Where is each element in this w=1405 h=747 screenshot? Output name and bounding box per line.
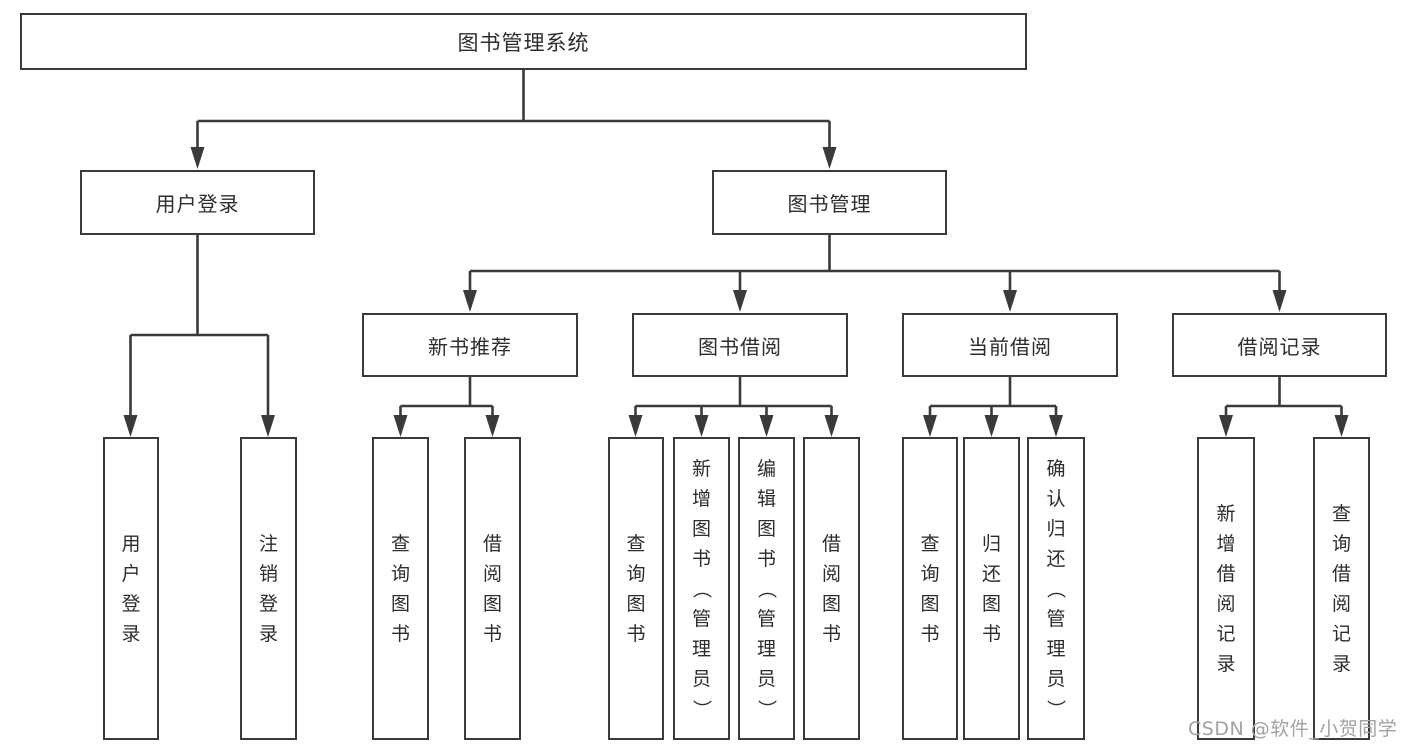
leaf-borrow-books-1: 借阅图书 (464, 437, 521, 740)
node-book-borrowing: 图书借阅 (632, 313, 848, 377)
leaf-logout: 注销登录 (240, 437, 297, 740)
node-book-management: 图书管理 (712, 170, 947, 235)
node-label: 编辑图书（管理员） (755, 457, 778, 719)
node-label: 注销登录 (258, 532, 278, 645)
node-borrowing-records: 借阅记录 (1172, 313, 1387, 377)
node-label: 查询图书 (390, 532, 410, 645)
node-label: 查询借阅记录 (1331, 502, 1351, 675)
node-label: 图书管理 (787, 192, 872, 216)
leaf-query-borrow-record: 查询借阅记录 (1313, 437, 1370, 740)
leaf-add-borrow-record: 新增借阅记录 (1197, 437, 1255, 740)
node-library-management-system: 图书管理系统 (20, 13, 1027, 70)
node-label: 查询图书 (920, 532, 940, 645)
node-label: 新增借阅记录 (1216, 502, 1236, 675)
node-label: 确认归还（管理员） (1044, 457, 1067, 719)
leaf-user-login: 用户登录 (103, 437, 159, 740)
leaf-return-books: 归还图书 (963, 437, 1020, 740)
node-label: 借阅图书 (482, 532, 502, 645)
leaf-add-books-admin: 新增图书（管理员） (673, 437, 730, 740)
node-label: 当前借阅 (968, 334, 1052, 359)
node-label: 查询图书 (626, 532, 646, 645)
leaf-edit-books-admin: 编辑图书（管理员） (738, 437, 795, 740)
node-label: 新增图书（管理员） (690, 457, 713, 719)
leaf-query-books-1: 查询图书 (372, 437, 429, 740)
node-label: 用户登录 (121, 532, 141, 645)
node-label: 用户登录 (155, 192, 240, 216)
leaf-confirm-return-admin: 确认归还（管理员） (1027, 437, 1085, 740)
arrowheads (123, 147, 1349, 437)
node-label: 借阅记录 (1237, 334, 1322, 359)
watermark: CSDN @软件_小贺同学 (1188, 718, 1398, 740)
leaf-query-books-2: 查询图书 (608, 437, 664, 740)
node-label: 借阅图书 (821, 532, 841, 645)
node-current-borrowing: 当前借阅 (902, 313, 1118, 377)
node-new-book-recommend: 新书推荐 (362, 313, 578, 377)
node-label: 图书管理系统 (457, 30, 590, 55)
leaf-borrow-books-2: 借阅图书 (803, 437, 860, 740)
node-label: 图书借阅 (698, 334, 782, 359)
leaf-query-books-3: 查询图书 (902, 437, 958, 740)
node-label: 归还图书 (981, 532, 1001, 645)
node-label: 新书推荐 (428, 334, 512, 359)
node-user-login: 用户登录 (80, 170, 315, 235)
